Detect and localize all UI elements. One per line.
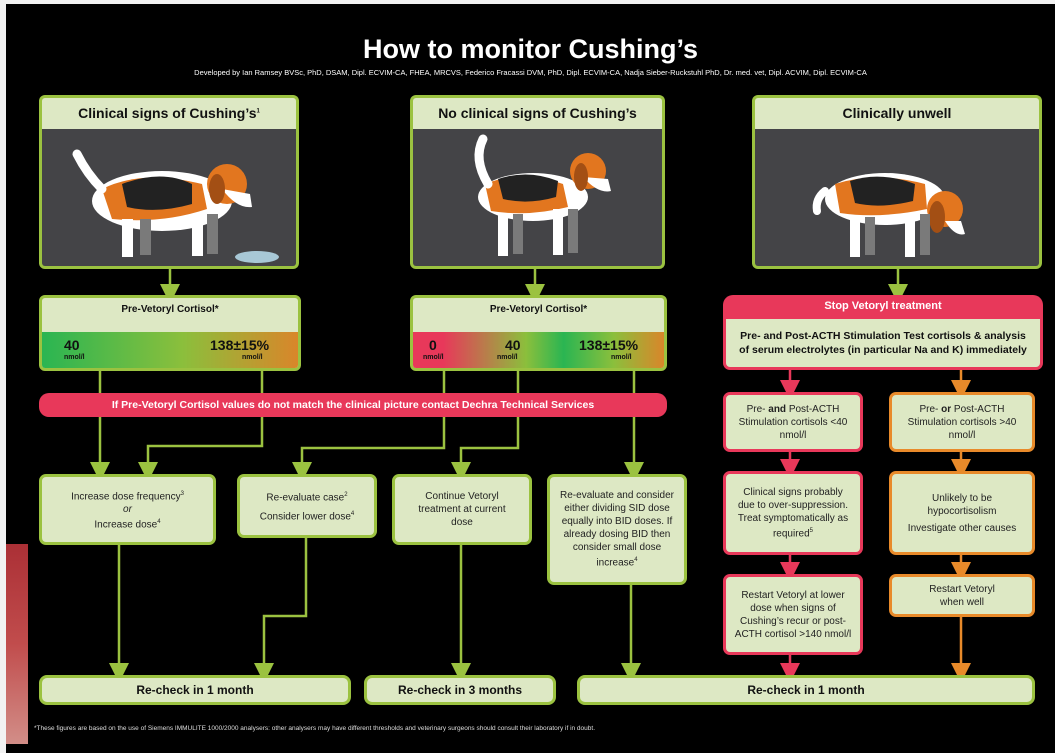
acth-low-box: Pre- and Post-ACTH Stimulation cortisols… [723,392,863,452]
cortisol-low-value: 40 [505,337,521,353]
cortisol-label: Pre-Vetoryl Cortisol* [121,304,219,315]
pre-vetoryl-cortisol-mid: Pre-Vetoryl Cortisol* 0 nmol/l 40 nmol/l… [410,295,667,371]
acth-test-box: Pre- and Post-ACTH Stimulation Test cort… [723,319,1043,370]
stop-vetoryl-banner: Stop Vetoryl treatment [723,295,1043,319]
arrow-mid-to-continue [451,370,520,482]
dog-image-healthy [410,129,665,269]
cortisol-high-value: 138±15% [579,337,639,353]
authors-subtitle: Developed by Ian Ramsey BVSc, PhD, DSAM,… [194,68,867,77]
arrow-zero-to-reevaluate [292,370,446,482]
continue-treatment-box: Continue Vetoryl treatment at current do… [392,474,532,545]
header-clinically-unwell: Clinically unwell [752,95,1042,129]
cortisol-unit: nmol/l [64,354,85,361]
dog-healthy-icon [474,134,611,256]
reevaluate-box: Re-evaluate case2 Consider lower dose4 [237,474,377,538]
increase-dose-box: Increase dose frequency3 or Increase dos… [39,474,216,545]
dog-image-unwell [752,129,1042,269]
cortisol-unit-low: nmol/l [497,354,518,361]
header-no-clinical-signs: No clinical signs of Cushing’s [410,95,665,129]
arrow-high-to-increase [138,370,264,482]
split-dose-box: Re-evaluate and consider either dividing… [547,474,687,585]
cortisol-gradient: 0 nmol/l 40 nmol/l 138±15% nmol/l [413,332,664,368]
recheck-1-month-left: Re-check in 1 month [39,675,351,705]
recheck-3-months: Re-check in 3 months [364,675,556,705]
restart-lower-dose-box: Restart Vetoryl at lower dose when signs… [723,574,863,655]
arrow-reevaluate-to-recheck [254,537,308,683]
page-title: How to monitor Cushing’s [363,34,698,64]
header-clinical-signs: Clinical signs of Cushing’s1 [39,95,299,129]
cortisol-high-value: 138±15% [210,337,270,353]
pre-vetoryl-cortisol-left: Pre-Vetoryl Cortisol* 40 nmol/l 138±15% … [39,295,301,371]
unlikely-hypocortisolism-box: Unlikely to be hypocortisolism Investiga… [889,471,1035,555]
recheck-1-month-right: Re-check in 1 month [577,675,1035,705]
cortisol-zero-value: 0 [429,337,437,353]
cortisol-gradient: 40 nmol/l 138±15% nmol/l [42,332,298,368]
cortisol-unit-high: nmol/l [611,354,632,361]
cortisol-low-value: 40 [64,337,80,353]
restart-when-well-box: Restart Vetoryl when well [889,574,1035,617]
footnote: *These figures are based on the use of S… [34,725,595,732]
dog-image-clinical [39,129,299,269]
poster: { "title": "How to monitor Cushing’s", "… [6,4,1055,753]
acth-high-box: Pre- or Post-ACTH Stimulation cortisols … [889,392,1035,452]
cortisol-label: Pre-Vetoryl Cortisol* [489,304,588,315]
background-decoration [6,544,28,744]
cortisol-unit-high: nmol/l [242,354,263,361]
warning-banner: If Pre-Vetoryl Cortisol values do not ma… [39,393,667,417]
dog-unwell-icon [812,173,965,257]
over-suppression-box: Clinical signs probably due to over-supp… [723,471,863,555]
dog-polydipsia-icon [72,149,279,263]
cortisol-unit: nmol/l [423,354,444,361]
